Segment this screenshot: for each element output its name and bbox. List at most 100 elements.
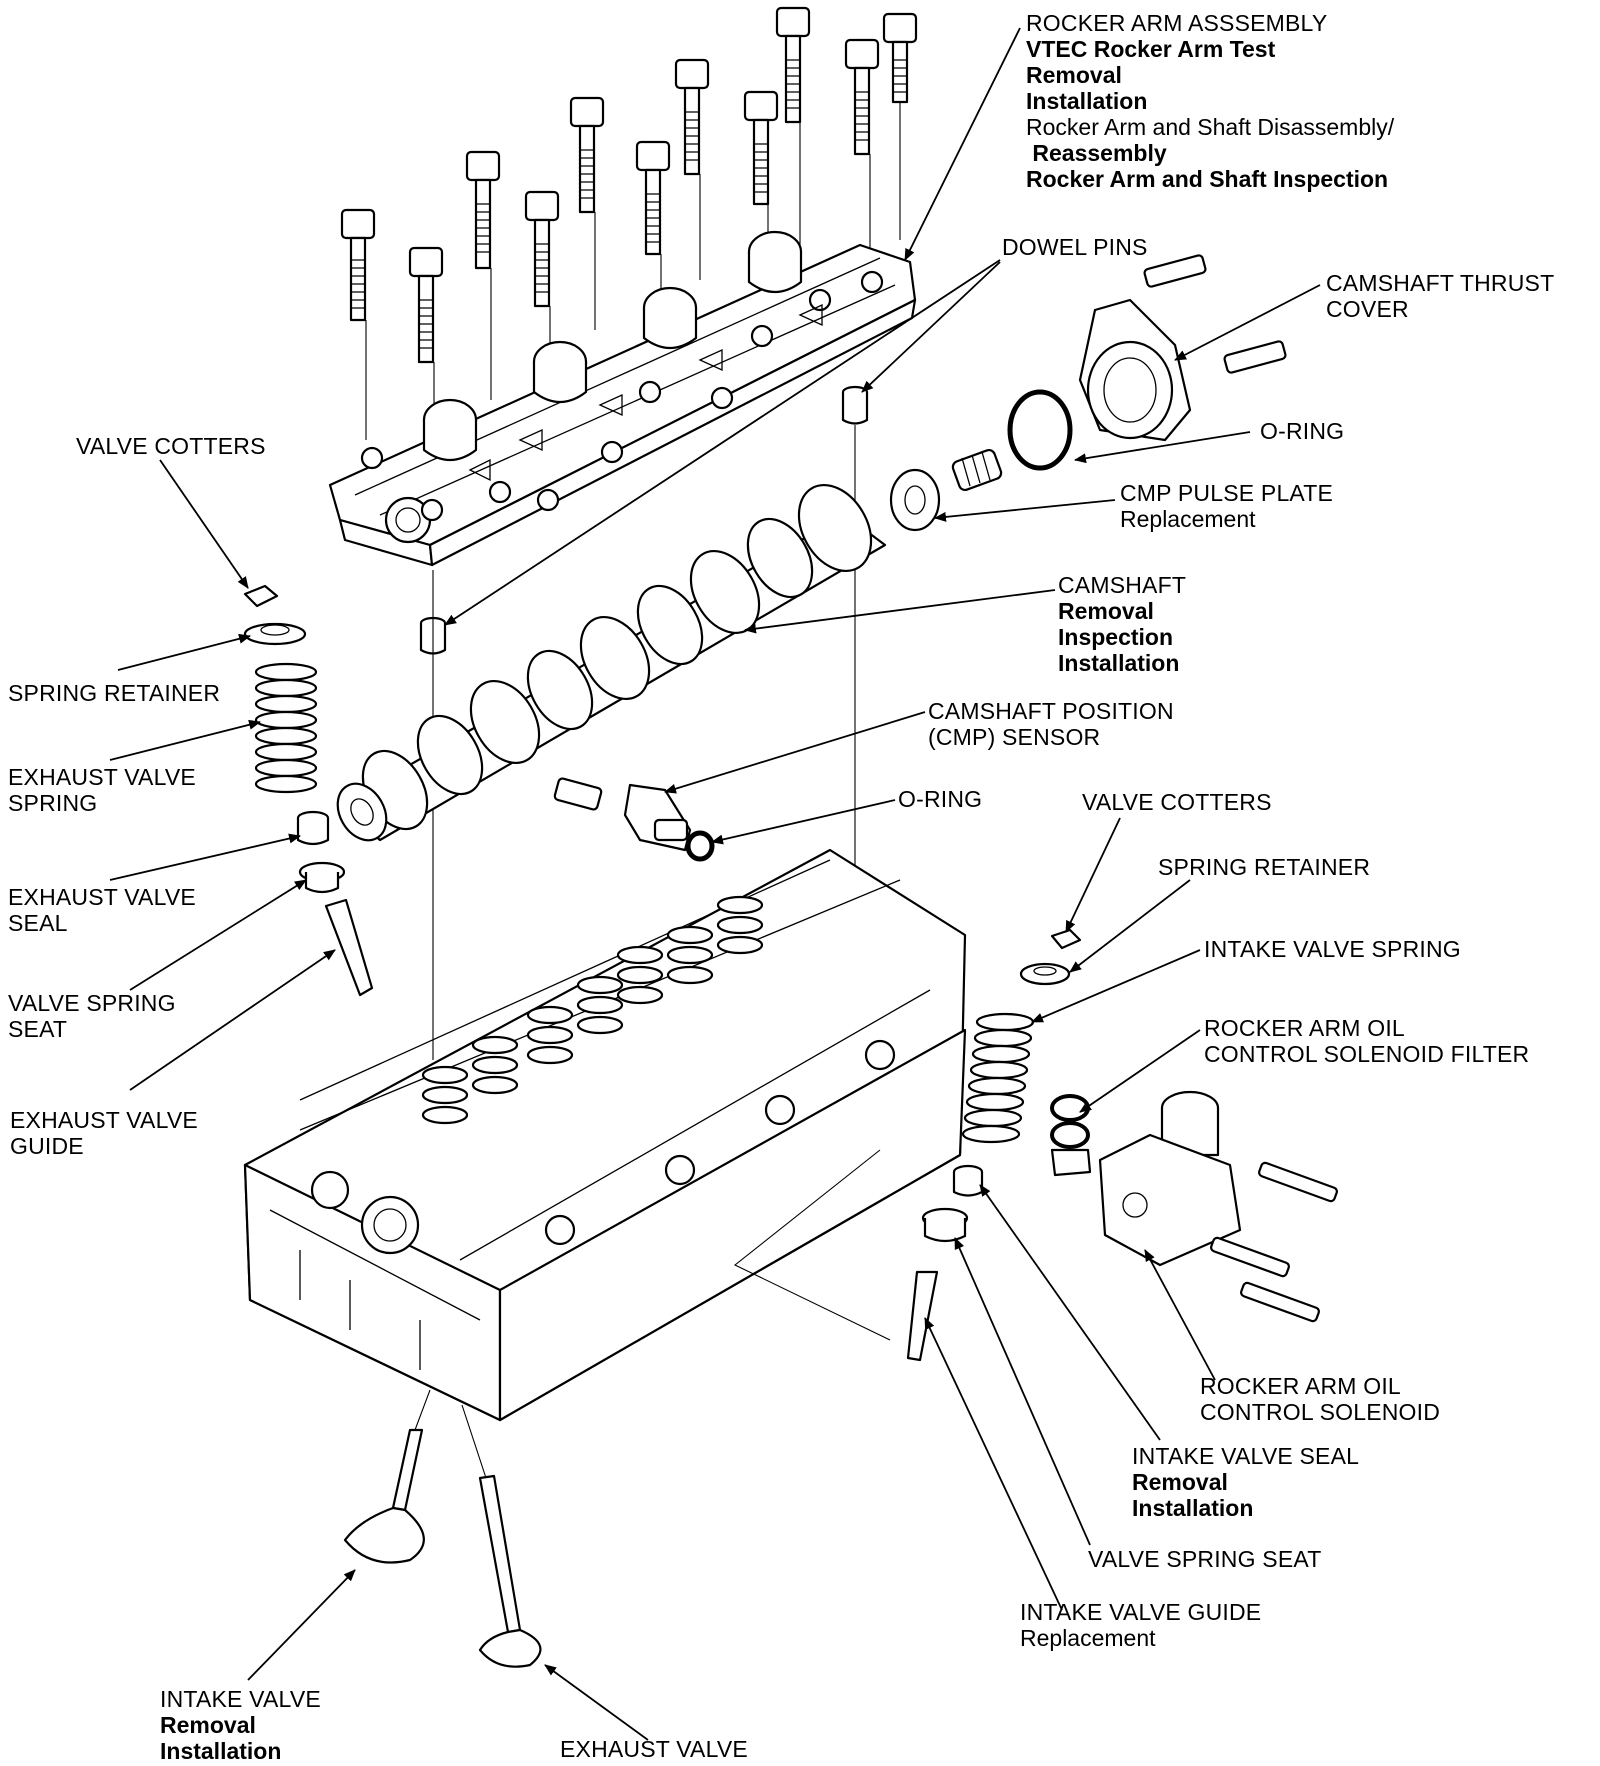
callout-intake-valve-seal: INTAKE VALVE SEAL Removal Installation [1132, 1443, 1359, 1521]
bolt [844, 38, 880, 156]
callout-spring-retainer-left: SPRING RETAINER [8, 680, 220, 706]
callout-title: COVER [1326, 296, 1409, 322]
rocker-arm-oil-control-solenoid [1098, 1090, 1338, 1323]
callout-title: EXHAUST VALVE [8, 884, 196, 910]
callout-spring-retainer-right: SPRING RETAINER [1158, 854, 1370, 880]
callout-title: CAMSHAFT THRUST [1326, 270, 1555, 296]
callout-title: SPRING RETAINER [1158, 854, 1371, 880]
left-valve-stack [243, 584, 374, 997]
rocker-bolt-bosses [360, 270, 884, 522]
cmp-pulse-plate [889, 468, 941, 532]
rocker-arm-assembly [328, 230, 917, 567]
callout-title: VALVE SPRING SEAT [1088, 1546, 1322, 1572]
callout-o-ring-mid: O-RING [898, 786, 982, 812]
bolt [465, 150, 501, 270]
callout-title: SPRING [8, 790, 98, 816]
callout-title: VALVE SPRING [8, 990, 176, 1016]
o-ring-cmp [685, 830, 715, 862]
callout-sub: Removal [160, 1712, 256, 1738]
callout-solenoid-filter: ROCKER ARM OIL CONTROL SOLENOID FILTER [1204, 1015, 1529, 1067]
callout-cmp-pulse-plate: CMP PULSE PLATE Replacement [1120, 480, 1333, 532]
intake-valve-seal [952, 1164, 984, 1197]
callout-sub: Replacement [1120, 506, 1256, 532]
callout-camshaft: CAMSHAFT Removal Inspection Installation [1058, 572, 1186, 676]
callout-intake-valve-spring: INTAKE VALVE SPRING [1204, 936, 1461, 962]
callout-dowel-pins: DOWEL PINS [1002, 234, 1148, 260]
callout-sub: Removal [1058, 598, 1154, 624]
callout-title: ROCKER ARM OIL [1200, 1373, 1401, 1399]
callout-exhaust-valve-seal: EXHAUST VALVE SEAL [8, 884, 196, 936]
callout-title: SPRING RETAINER [8, 680, 221, 706]
cmp-sensor [553, 777, 692, 852]
callout-sub: Inspection [1058, 624, 1174, 650]
callout-title: ROCKER ARM OIL [1204, 1015, 1405, 1041]
exhaust-valve-guide [324, 898, 374, 997]
intake-valve-spring [961, 1012, 1035, 1144]
callout-title: EXHAUST VALVE [10, 1107, 198, 1133]
camshaft-thrust-cover [1078, 254, 1287, 442]
cam-lobes [361, 483, 873, 831]
callout-sub: Rocker Arm and Shaft Inspection [1026, 166, 1389, 192]
callout-title: O-RING [1260, 418, 1345, 444]
callout-title: CONTROL SOLENOID FILTER [1204, 1041, 1530, 1067]
right-valve-stack [906, 928, 1082, 1362]
callout-valve-spring-seat-left: VALVE SPRING SEAT [8, 990, 176, 1042]
callout-sub: VTEC Rocker Arm Test [1026, 36, 1276, 62]
exhaust-valve-spring [254, 662, 318, 794]
callout-rocker-arm-assembly: ROCKER ARM ASSSEMBLY VTEC Rocker Arm Tes… [1026, 10, 1394, 192]
callout-valve-cotters-left: VALVE COTTERS [76, 433, 266, 459]
callout-title: INTAKE VALVE SPRING [1204, 936, 1461, 962]
callout-title: INTAKE VALVE SEAL [1132, 1443, 1360, 1469]
callout-sub: Installation [160, 1738, 282, 1764]
callout-sub: Installation [1132, 1495, 1254, 1521]
callout-exhaust-valve: EXHAUST VALVE [560, 1736, 748, 1762]
intake-valve-guide [906, 1270, 939, 1362]
callout-title: INTAKE VALVE [160, 1686, 321, 1712]
callout-intake-valve-guide: INTAKE VALVE GUIDE Replacement [1020, 1599, 1261, 1651]
camshaft [336, 483, 887, 842]
callout-title: EXHAUST VALVE [560, 1736, 748, 1762]
callout-intake-valve: INTAKE VALVE Removal Installation [160, 1686, 321, 1764]
callout-exhaust-valve-guide: EXHAUST VALVE GUIDE [10, 1107, 198, 1159]
callout-title: GUIDE [10, 1133, 84, 1159]
bolt [743, 90, 779, 206]
callout-title: O-RING [898, 786, 983, 812]
callout-o-ring-top: O-RING [1260, 418, 1344, 444]
rocker-bolts [340, 6, 918, 440]
callout-title: EXHAUST VALVE [8, 764, 196, 790]
head-valve-springs [421, 895, 764, 1125]
callout-solenoid: ROCKER ARM OIL CONTROL SOLENOID [1200, 1373, 1440, 1425]
cylinder-head [243, 848, 967, 1422]
callout-valve-spring-seat-right: VALVE SPRING SEAT [1088, 1546, 1321, 1572]
valve-spring-seat [298, 861, 346, 894]
callout-title: SEAL [8, 910, 68, 936]
callout-title: ROCKER ARM ASSSEMBLY [1026, 10, 1328, 36]
o-ring-thrust [1007, 389, 1073, 471]
bolt [569, 96, 605, 214]
callout-title: VALVE COTTERS [1082, 789, 1272, 815]
bolt [674, 58, 710, 176]
dowel-pin [841, 385, 869, 425]
callout-title: CAMSHAFT POSITION [928, 698, 1174, 724]
bolt [408, 246, 444, 364]
intake-ports [310, 1039, 896, 1255]
callout-title: CMP PULSE PLATE [1120, 480, 1334, 506]
callout-title: CONTROL SOLENOID [1200, 1399, 1441, 1425]
callout-exhaust-valve-spring: EXHAUST VALVE SPRING [8, 764, 196, 816]
bolt [524, 190, 560, 308]
valve-spring-seat-right [921, 1207, 969, 1243]
bolt [635, 140, 671, 256]
callout-sub: Removal [1026, 62, 1122, 88]
intake-valve [343, 1428, 425, 1564]
callout-valve-cotters-right: VALVE COTTERS [1082, 789, 1272, 815]
callout-sub: Rocker Arm and Shaft Disassembly/ [1026, 114, 1395, 140]
callout-title: (CMP) SENSOR [928, 724, 1101, 750]
callout-camshaft-position-sensor: CAMSHAFT POSITION (CMP) SENSOR [928, 698, 1174, 750]
bolt [775, 6, 811, 124]
callout-sub: Replacement [1020, 1625, 1156, 1651]
callout-title: SEAT [8, 1016, 68, 1042]
leader-lines [109, 27, 1321, 1741]
callout-title: VALVE COTTERS [76, 433, 266, 459]
bolt [882, 12, 918, 104]
callout-sub: Reassembly [1026, 140, 1167, 166]
